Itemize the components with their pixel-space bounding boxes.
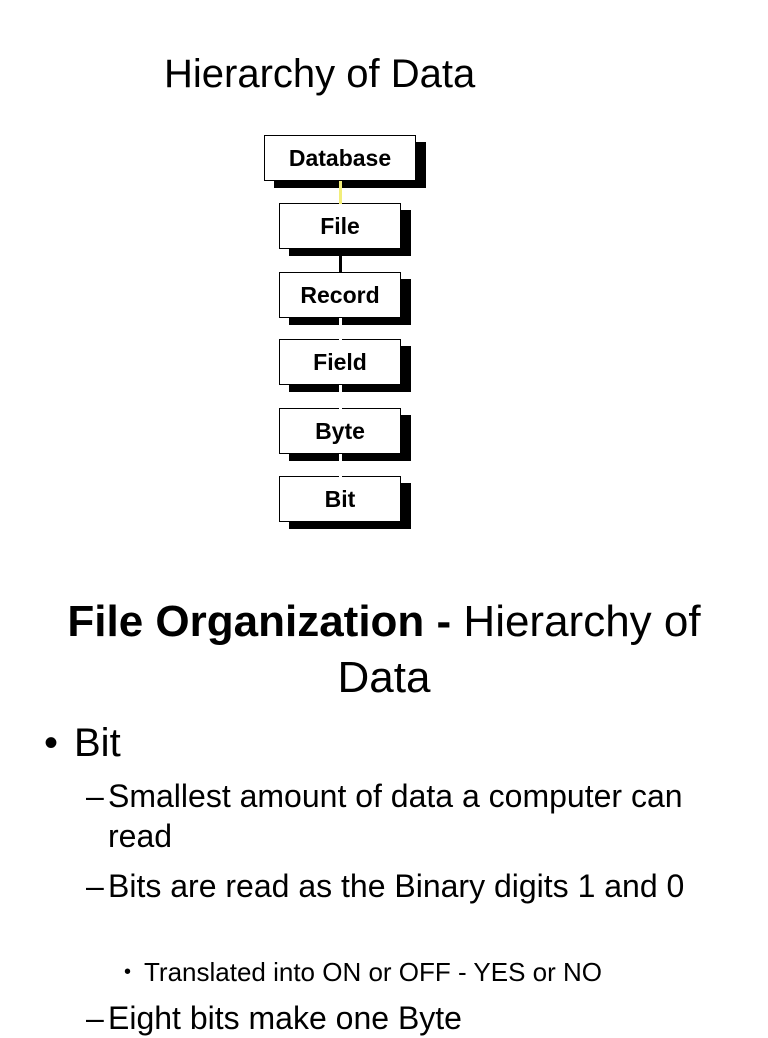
bullet-bit-text: Bit: [74, 721, 121, 765]
connector-record-field: [339, 318, 342, 340]
section-title-rest: Hierarchy of Data: [337, 597, 701, 702]
bullet-dot-icon: •: [124, 961, 132, 983]
connector-byte-bit: [339, 454, 342, 477]
diagram-box-bit: Bit: [279, 476, 401, 522]
bullet-bit: • Bit: [44, 718, 121, 768]
sub-bullet-eight-bits: –Eight bits make one Byte: [86, 998, 736, 1038]
sub-bullet-text: Eight bits make one Byte: [108, 1000, 462, 1036]
slide-title: Hierarchy of Data: [164, 52, 476, 96]
diagram-box-database: Database: [264, 135, 416, 181]
section-title: File Organization - Hierarchy of Data: [20, 594, 748, 706]
dash-icon: –: [86, 868, 104, 904]
diagram-box-file: File: [279, 203, 401, 249]
dash-icon: –: [86, 1000, 104, 1036]
sub-bullet-text: Bits are read as the Binary digits 1 and…: [108, 868, 685, 904]
connector-field-byte: [339, 385, 342, 409]
diagram-box-byte: Byte: [279, 408, 401, 454]
sub-bullet-smallest: –Smallest amount of data a computer can …: [86, 776, 736, 856]
sub-sub-bullet-text: Translated into ON or OFF - YES or NO: [144, 957, 603, 987]
connector-database-file: [339, 181, 342, 204]
dash-icon: –: [86, 778, 104, 814]
diagram-box-record: Record: [279, 272, 401, 318]
sub-sub-bullet-translated: • Translated into ON or OFF - YES or NO: [124, 955, 602, 989]
diagram-box-field: Field: [279, 339, 401, 385]
section-title-bold: File Organization -: [67, 597, 452, 646]
sub-bullet-text: Smallest amount of data a computer can r…: [108, 778, 683, 854]
bullet-dot-icon: •: [44, 721, 59, 765]
connector-file-record: [339, 249, 342, 273]
sub-bullet-binary: –Bits are read as the Binary digits 1 an…: [86, 866, 736, 906]
